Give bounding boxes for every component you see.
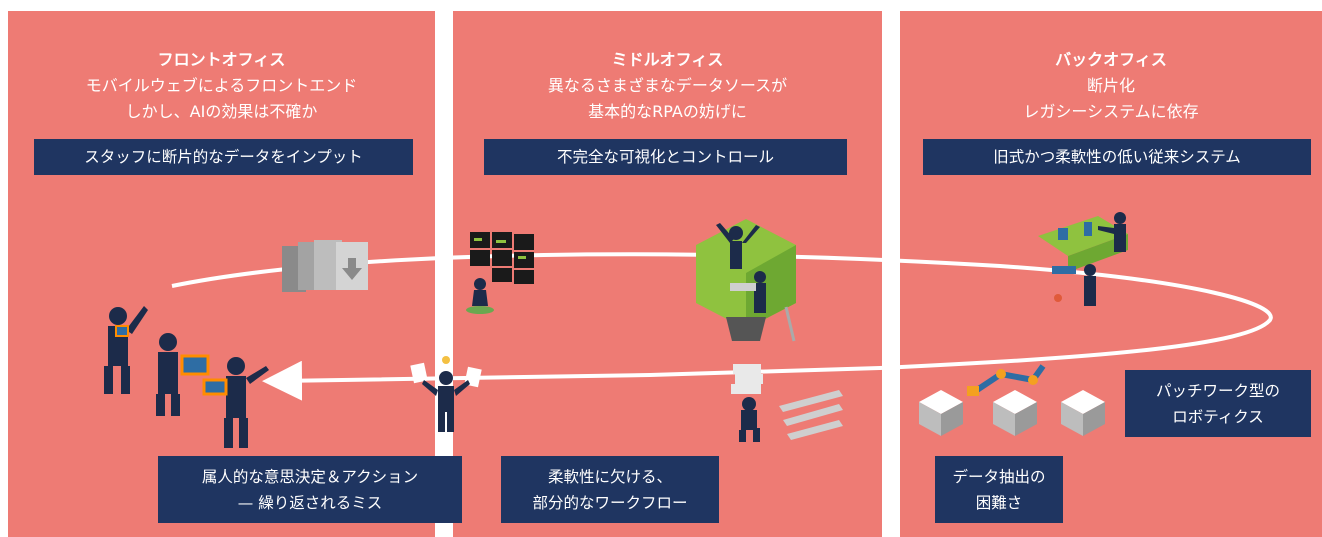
back-side-line1: パッチワーク型の (1155, 381, 1280, 400)
middle-bottom-box: 柔軟性に欠ける、 部分的なワークフロー (501, 456, 719, 523)
middle-bottom-line2: 部分的なワークフロー (532, 493, 688, 512)
back-office-title: バックオフィス (1055, 50, 1167, 69)
middle-office-header: ミドルオフィス 異なるさまざまなデータソースが 基本的なRPAの妨げに (453, 47, 882, 125)
person-papers-icon (410, 356, 482, 432)
back-bottom-box: データ抽出の 困難さ (935, 456, 1063, 523)
front-issue-text: スタッフに断片的なデータをインプット (84, 148, 363, 166)
front-office-line2: しかし、AIの効果は不確か (125, 102, 318, 121)
person-carrying-icon (731, 364, 843, 442)
flow-loop-line (171, 252, 1273, 401)
robot-boxes-icon (919, 364, 1105, 436)
middle-office-line1: 異なるさまざまなデータソースが (547, 76, 788, 95)
front-office-line1: モバイルウェブによるフロントエンド (85, 76, 358, 95)
front-bottom-box: 属人的な意思決定＆アクション — 繰り返されるミス (158, 456, 462, 523)
back-office-line1: 断片化 (1086, 76, 1135, 95)
back-issue-text: 旧式かつ柔軟性の低い従来システム (993, 148, 1241, 166)
middle-issue-box: 不完全な可視化とコントロール (484, 139, 847, 175)
workers-table-icon (1038, 212, 1128, 306)
middle-office-line2: 基本的なRPAの妨げに (588, 102, 747, 121)
team-tablet-icon (104, 306, 269, 448)
front-bottom-line2: — 繰り返されるミス (237, 493, 383, 512)
front-issue-box: スタッフに断片的なデータをインプット (34, 139, 413, 175)
file-cabinet-icon (282, 240, 368, 292)
back-office-header: バックオフィス 断片化 レガシーシステムに依存 (900, 47, 1322, 125)
team-cube-icon (696, 219, 796, 342)
middle-bottom-line1: 柔軟性に欠ける、 (547, 467, 672, 486)
back-side-line2: ロボティクス (1172, 407, 1264, 426)
back-bottom-line2: 困難さ (975, 493, 1023, 512)
back-office-panel: バックオフィス 断片化 レガシーシステムに依存 (900, 11, 1322, 537)
monitor-wall-icon (466, 232, 534, 314)
back-issue-box: 旧式かつ柔軟性の低い従来システム (923, 139, 1311, 175)
back-bottom-line1: データ抽出の (952, 467, 1046, 486)
back-side-box: パッチワーク型の ロボティクス (1125, 370, 1311, 437)
middle-office-title: ミドルオフィス (611, 50, 724, 69)
front-bottom-line1: 属人的な意思決定＆アクション (201, 467, 419, 486)
back-office-line2: レガシーシステムに依存 (1023, 102, 1199, 121)
front-office-header: フロントオフィス モバイルウェブによるフロントエンド しかし、AIの効果は不確か (8, 47, 435, 125)
middle-issue-text: 不完全な可視化とコントロール (556, 148, 774, 166)
front-office-title: フロントオフィス (157, 50, 286, 69)
